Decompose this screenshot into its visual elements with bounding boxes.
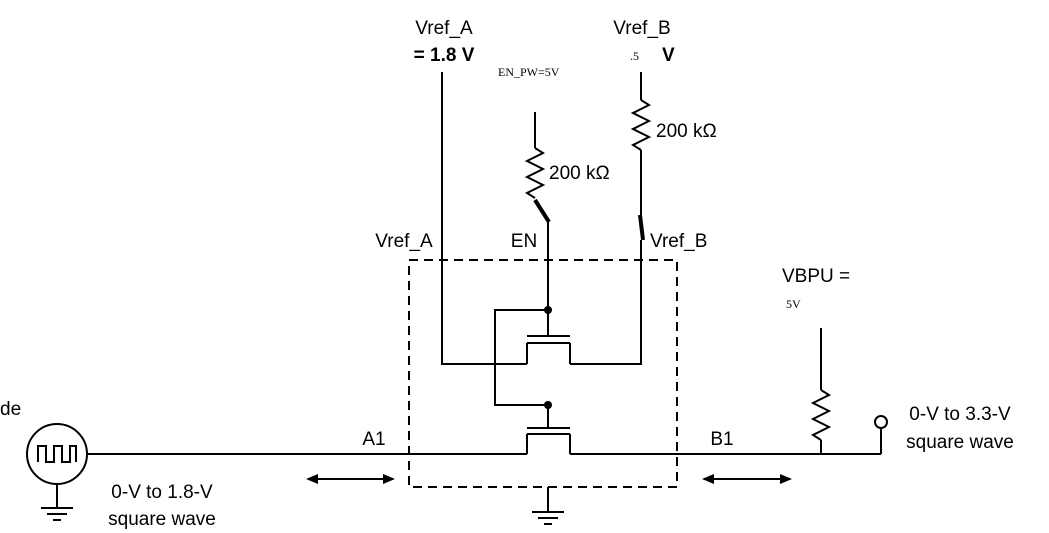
vbpu-value-label: 5V	[786, 297, 801, 311]
vref-a-top-label: Vref_A	[415, 18, 473, 39]
bottom-transistor-channel	[526, 433, 571, 454]
left-wave-label-line2: square wave	[108, 509, 216, 530]
right-wave-label-line1: 0-V to 3.3-V	[909, 404, 1011, 425]
square-wave-symbol	[37, 445, 77, 463]
vref-b-value-small: .5	[630, 49, 639, 63]
resistor-b-label: 200 kΩ	[656, 121, 717, 142]
vref-a-pin-label: Vref_A	[375, 231, 433, 252]
arrow-b-left-head	[702, 474, 714, 484]
vref-a-wire	[441, 72, 527, 365]
vref-b-resistor	[630, 99, 652, 151]
resistor-en-label: 200 kΩ	[549, 163, 610, 184]
right-wave-label-line2: square wave	[906, 432, 1014, 453]
en-switch	[533, 198, 551, 224]
arrow-b-right-head	[780, 474, 792, 484]
en-resistor	[524, 147, 546, 199]
arrow-a-left-head	[306, 474, 318, 484]
vref-b-top-label: Vref_B	[613, 18, 670, 39]
vref-b-value-unit: V	[662, 45, 675, 66]
device-boundary	[408, 259, 678, 488]
a1-label: A1	[362, 429, 385, 450]
device-ground-icon	[532, 511, 564, 525]
vref-b-pin-label: Vref_B	[650, 231, 707, 252]
vref-b-switch	[638, 214, 645, 241]
top-transistor-channel	[526, 342, 571, 364]
gate-bus-left	[494, 309, 548, 406]
b1-label: B1	[710, 429, 733, 450]
vref-a-value-label: = 1.8 V	[414, 45, 475, 66]
source-ground-icon	[41, 507, 73, 521]
left-wave-label-line1: 0-V to 1.8-V	[111, 482, 213, 503]
left-cut-label: de	[0, 399, 21, 420]
vbpu-label: VBPU =	[782, 266, 850, 287]
vbpu-resistor	[810, 389, 832, 441]
en-pin-label: EN	[511, 231, 537, 252]
vref-b-wire-bottom	[570, 240, 642, 365]
output-terminal-icon	[874, 415, 888, 429]
en-pw-label: EN_PW=5V	[498, 65, 560, 79]
arrow-a-right-head	[383, 474, 395, 484]
square-wave-source-icon	[26, 423, 88, 485]
